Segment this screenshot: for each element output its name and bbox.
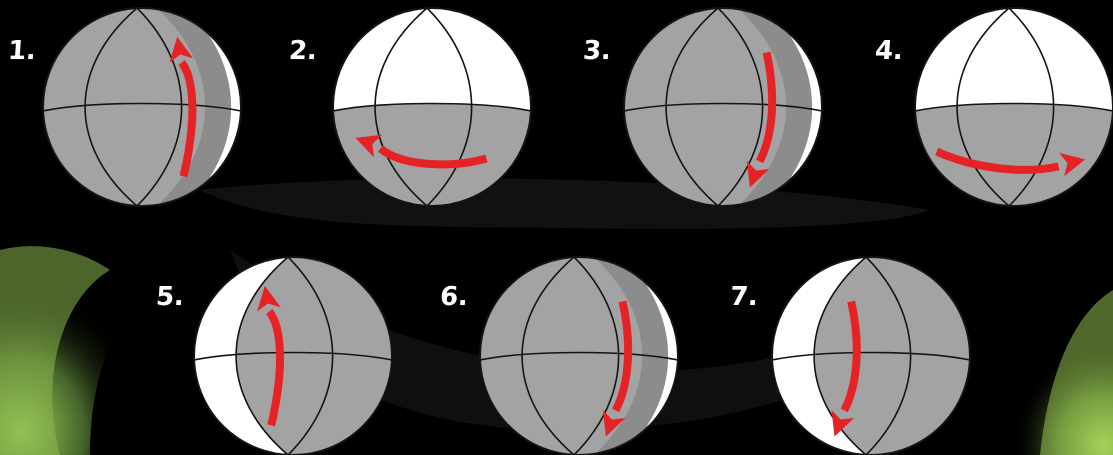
- sphere-7: [0, 0, 1113, 455]
